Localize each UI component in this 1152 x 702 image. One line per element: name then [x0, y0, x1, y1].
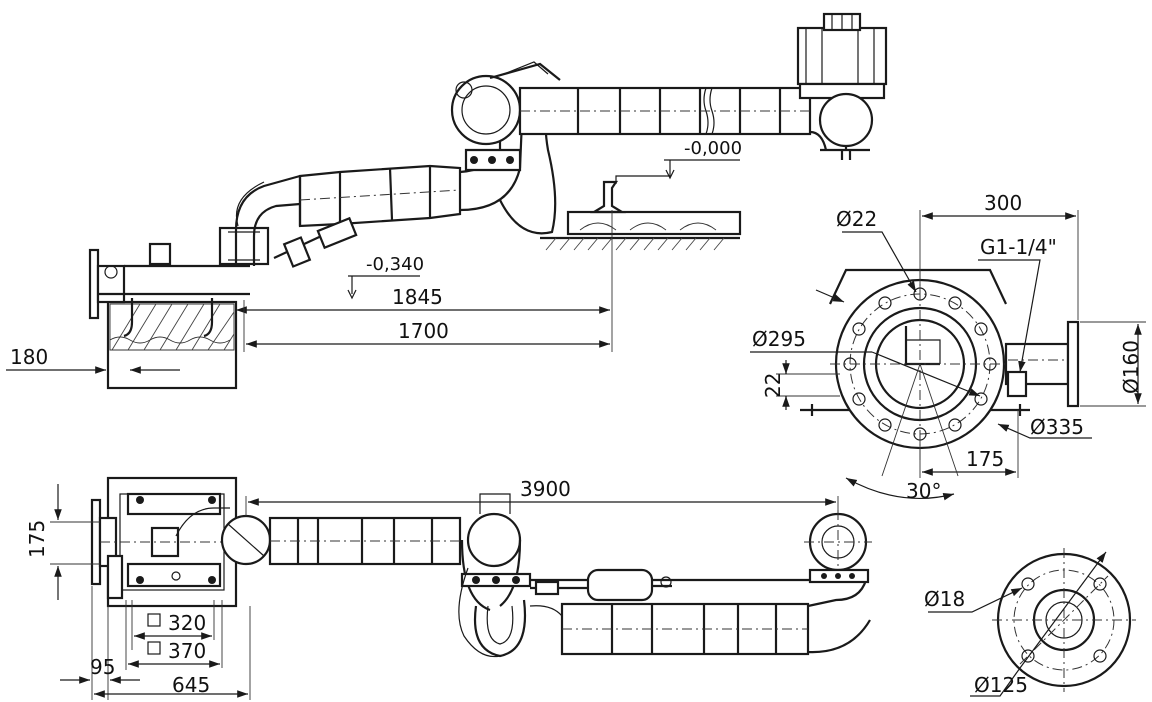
dim-1700-label: 1700 — [398, 319, 449, 343]
dim-phi160-label: Ø160 — [1119, 340, 1143, 394]
base-flange — [96, 264, 126, 304]
dimension-phi335: Ø335 — [997, 415, 1092, 439]
valve-box — [148, 242, 172, 266]
side-elevation-view: -0,000 -0,340 1845 1700 180 — [6, 12, 888, 390]
dim-645-label: 645 — [172, 673, 210, 697]
dimension-thread: G1-1/4" — [978, 235, 1057, 373]
dimension-phi22: Ø22 — [836, 207, 917, 293]
dim-phi335-label: Ø335 — [1030, 415, 1084, 439]
dimension-180: 180 — [6, 345, 180, 374]
small-flange-view: Ø18 Ø125 — [924, 548, 1136, 697]
dimension-95: 95 — [60, 586, 140, 700]
elevation-zero-label: -0,000 — [684, 138, 742, 159]
dimension-phi160: Ø160 — [1080, 321, 1146, 407]
dim-180-label: 180 — [10, 345, 48, 369]
dimension-175-plan: 175 — [25, 484, 100, 600]
elevation-marker-zero: -0,000 — [615, 138, 742, 184]
swivel-joint-lower — [218, 226, 270, 266]
dimension-370: 370 — [125, 600, 223, 670]
hydraulic-cylinder-plan — [530, 568, 672, 602]
dim-3900-label: 3900 — [520, 477, 571, 501]
thread-label: G1-1/4" — [980, 235, 1057, 259]
foundation-block — [106, 298, 238, 390]
dim-175-side-label: 175 — [966, 447, 1004, 471]
upper-horizontal-pipe — [518, 86, 812, 136]
plan-view: 3900 175 320 370 — [25, 476, 872, 700]
dim-95-label: 95 — [90, 655, 115, 679]
elevation-marker-low: -0,340 — [347, 254, 424, 300]
plan-pipe-run — [220, 493, 522, 612]
plan-end-swivel — [804, 510, 872, 584]
dimension-645: 645 — [94, 606, 251, 700]
angled-pipe-arm — [234, 119, 524, 266]
dimension-175-side: 175 — [919, 410, 1019, 478]
dimension-3900: 3900 — [245, 477, 839, 516]
dimension-1845: 1845 — [236, 210, 613, 352]
dim-300-label: 300 — [984, 191, 1022, 215]
dimension-phi125: Ø125 — [970, 551, 1107, 697]
dimension-1700: 1700 — [243, 300, 610, 352]
dim-phi18-label: Ø18 — [924, 587, 965, 611]
side-outlet-pipe — [1004, 320, 1080, 408]
dimension-22: 22 — [761, 360, 840, 410]
dim-320-label: 320 — [168, 611, 206, 635]
plan-lower-pipe — [460, 572, 871, 658]
dim-22-label: 22 — [761, 373, 785, 398]
dimension-phi295: Ø295 — [750, 327, 981, 397]
dimension-300: 300 — [919, 191, 1079, 320]
dim-370-label: 370 — [168, 639, 206, 663]
rail-and-ground — [540, 180, 742, 251]
flange-front-view: Ø22 300 G1-1/4" Ø295 Ø160 — [750, 191, 1146, 503]
dimension-angle-30: 30° — [845, 363, 959, 503]
dim-phi125-label: Ø125 — [974, 673, 1028, 697]
dim-phi22-label: Ø22 — [836, 207, 877, 231]
plan-base-frame — [90, 476, 238, 608]
dim-1845-label: 1845 — [392, 285, 443, 309]
dim-175-plan-label: 175 — [25, 520, 49, 558]
dim-phi295-label: Ø295 — [752, 327, 806, 351]
hydraulic-cylinder-lower — [273, 216, 358, 268]
small-flange-bolt-holes — [1021, 577, 1107, 663]
dimension-320: 320 — [131, 600, 215, 650]
dimension-phi18: Ø18 — [924, 587, 1023, 613]
elevation-low-label: -0,340 — [366, 254, 424, 275]
end-coupler-assembly — [796, 12, 888, 160]
angle-30-label: 30° — [906, 479, 941, 503]
